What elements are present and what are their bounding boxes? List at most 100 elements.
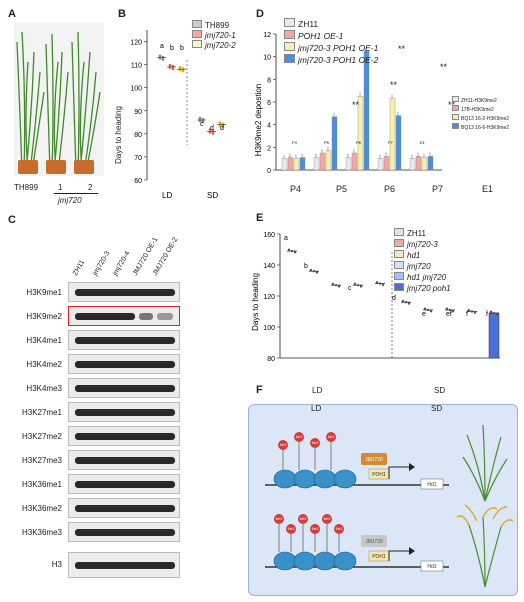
blot-row-label-2: H3K4me1	[26, 336, 62, 345]
e-point	[359, 285, 363, 288]
line-label-1: 1	[58, 183, 63, 192]
e-point	[445, 307, 449, 310]
panel-d-label: D	[256, 8, 264, 20]
d-bar	[363, 50, 370, 171]
b-legend-item-2: jmj720-2	[192, 40, 236, 50]
blot-row-3	[68, 354, 180, 374]
b-point	[178, 68, 182, 72]
e-point	[334, 283, 338, 287]
e-point	[467, 309, 471, 312]
d-legend: ZH11 POH1 OE-1 jmj720-3 POH1 OE-1 jmj720…	[284, 18, 378, 66]
mechanism-diagram: LD SD Me2 Me2 Me2 Me2 JMJ720 POH1 Hd1	[248, 404, 518, 596]
f-box-hd1-a: Hd1	[427, 482, 436, 488]
panel-b-label: B	[118, 8, 126, 20]
d-inset-item-0: ZH11-H3K9me2	[452, 96, 509, 105]
e-point	[356, 283, 360, 287]
e-sig-letter: e	[422, 311, 426, 318]
d-region-label-0: P4	[290, 184, 302, 194]
blot-row-0	[68, 282, 180, 302]
e-sig-letter: a	[284, 235, 288, 242]
e-legend-item-0: ZH11	[394, 228, 451, 239]
d-bar	[345, 157, 352, 171]
b-point	[161, 58, 165, 61]
e-legend-item-5: jmj720 poh1	[394, 283, 451, 294]
f-box-jmj720-b: JMJ720	[365, 539, 383, 545]
lane-label-0: ZH11	[71, 259, 87, 277]
blot-row-label-11: H3	[51, 560, 62, 569]
d-legend-item-0: ZH11	[284, 18, 378, 30]
panel-f-label: F	[256, 384, 263, 396]
d-bar	[351, 152, 358, 171]
b-legend-item-0: TH899	[192, 20, 236, 30]
blot-row-label-1: H3K9me2	[26, 312, 62, 321]
d-star-2: **	[390, 80, 398, 90]
b-cond-ld: LD	[162, 191, 172, 200]
e-sig-letter: d	[392, 295, 396, 302]
panel-a-label: A	[8, 8, 16, 20]
d-legend-item-2: jmj720-3 POH1 OE-1	[284, 42, 378, 54]
f-me2-2: Me2	[312, 441, 319, 445]
e-point	[470, 310, 474, 313]
b-tick-label: 70	[134, 155, 142, 162]
b-sig-letter: c	[200, 121, 204, 128]
f-me2-5: Me2	[288, 527, 295, 531]
b-point	[171, 64, 175, 68]
f-me2-7: Me2	[312, 527, 319, 531]
e-tick-label: 120	[263, 294, 275, 301]
f-me2-6: Me2	[300, 517, 307, 521]
d-bar	[319, 152, 326, 171]
d-star-3: **	[440, 62, 448, 72]
blot-row-label-9: H3K36me2	[21, 504, 62, 513]
f-me2-1: Me2	[296, 435, 303, 439]
f-drawing: Me2 Me2 Me2 Me2 JMJ720 POH1 Hd1	[265, 424, 514, 588]
d-region-label-4: E1	[482, 184, 494, 194]
blot-row-label-7: H3K27me3	[21, 456, 62, 465]
e-point	[423, 307, 427, 310]
d-legend-item-3: jmj720-3 POH1 OE-2	[284, 54, 378, 66]
e-point	[429, 310, 433, 313]
blot-row-8	[68, 474, 180, 494]
e-tick-label: 100	[263, 325, 275, 332]
lane-label-1: jmj720-3	[91, 250, 112, 277]
e-cond-ld: LD	[312, 386, 323, 395]
e-sig-letter: c	[348, 285, 352, 292]
d-inset-item-3: BQ13 16-6-H3K9me2	[452, 123, 509, 132]
d-mini-label: E1	[420, 140, 426, 145]
b-ylabel: Days to heading	[114, 106, 123, 164]
e-point	[401, 299, 405, 303]
blot-row-11	[68, 552, 180, 578]
e-point	[473, 311, 477, 314]
e-point	[381, 283, 385, 287]
b-sig-letter: a	[160, 43, 164, 50]
blot-row-label-10: H3K36me3	[21, 528, 62, 537]
b-point	[221, 125, 225, 128]
genotype-label: jmj720	[58, 196, 82, 205]
e-tick-label: 160	[263, 232, 275, 239]
blot-panel: ZH11 jmj720-3 jmj720-4 JMJ720 OE-1 JMJ72…	[0, 210, 240, 602]
d-mini-label: P4	[292, 140, 298, 145]
e-point	[426, 308, 430, 312]
b-tick-label: 110	[131, 63, 142, 70]
e-point	[375, 281, 379, 284]
blot-row-6	[68, 426, 180, 446]
d-mini-label: P5	[324, 140, 330, 145]
e-point	[287, 248, 291, 251]
d-bar	[427, 156, 434, 171]
b-tick-label: 60	[134, 178, 142, 185]
b-legend-item-1: jmj720-1	[192, 30, 236, 40]
b-tick-label: 80	[134, 132, 142, 139]
f-me2-9: Me2	[336, 527, 343, 531]
b-tick-label: 120	[130, 40, 142, 47]
e-legend-item-1: jmj720-3	[394, 239, 451, 250]
f-cond-ld: LD	[311, 404, 322, 413]
e-point	[309, 268, 313, 272]
e-point	[353, 282, 357, 286]
d-tick-label: 2	[267, 145, 271, 152]
b-cond-sd: SD	[207, 191, 218, 200]
d-inset-item-2: BQ13 16-2-H3K9me2	[452, 114, 509, 123]
d-region-label-2: P6	[384, 184, 396, 194]
